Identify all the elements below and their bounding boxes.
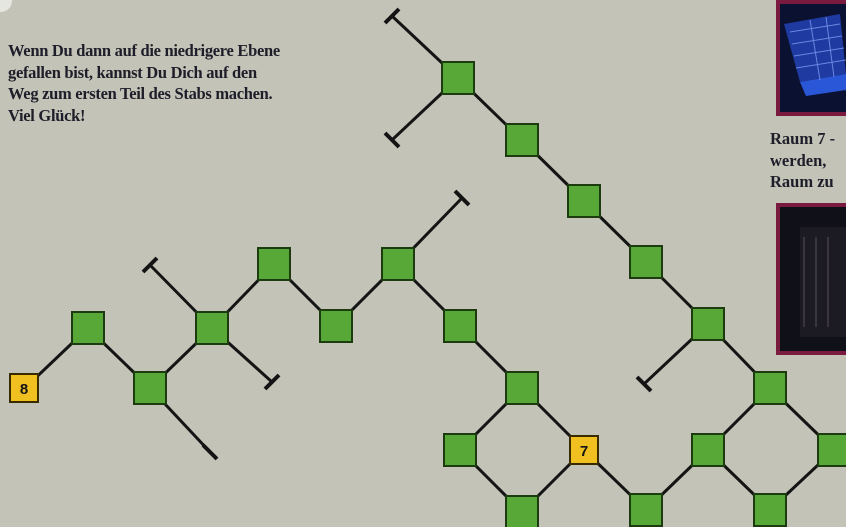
dead-end-bars xyxy=(143,9,651,459)
room-7-label: 7 xyxy=(580,443,588,460)
room-8-label: 8 xyxy=(20,381,28,398)
rooms xyxy=(72,62,846,527)
